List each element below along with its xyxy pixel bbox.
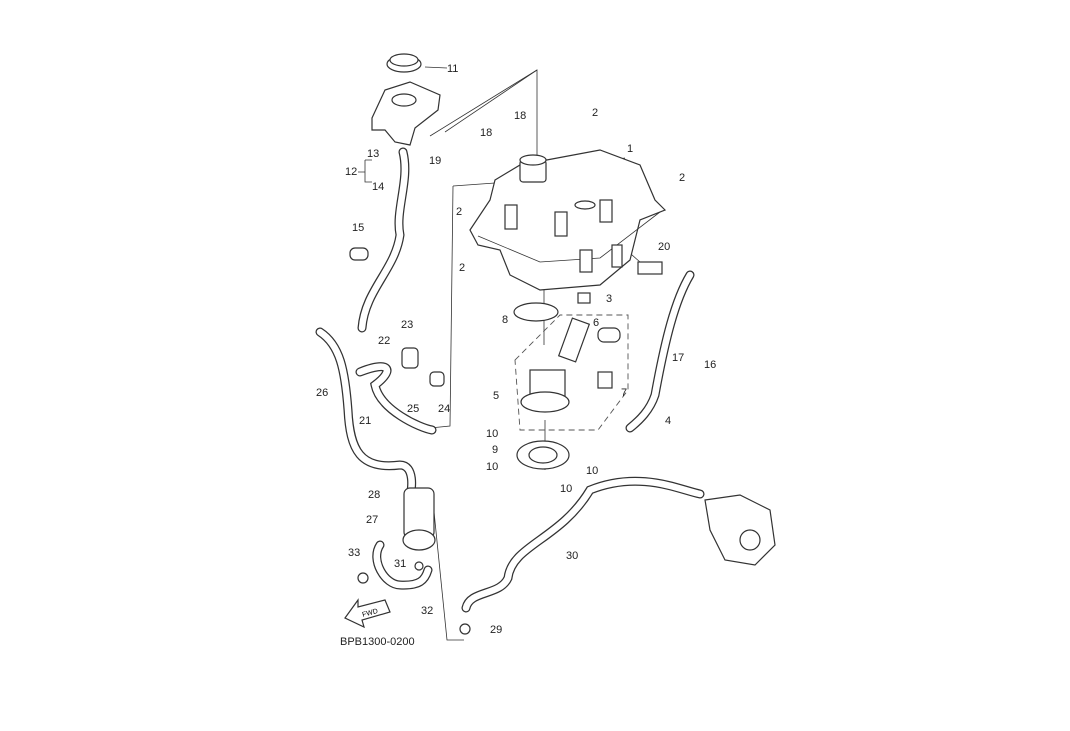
callout-label: 21 (359, 415, 371, 427)
fuel-tank (469, 149, 667, 291)
callout-label: 18 (480, 127, 492, 139)
label-sticker (637, 261, 663, 275)
callout-label: 23 (401, 319, 413, 331)
fuel-pump (520, 317, 621, 413)
callout-label: 10 (486, 461, 498, 473)
callout-label: 7 (621, 387, 627, 399)
diagram-code: BPB1300-0200 (340, 636, 415, 648)
pump-module-boundary (514, 314, 629, 431)
callout-label: 10 (560, 483, 572, 495)
filler-neck-housing (371, 81, 441, 146)
callout-label: 2 (456, 206, 462, 218)
callout-label: 12 (345, 166, 357, 178)
callout-label: 18 (514, 110, 526, 122)
callout-label: 15 (352, 222, 364, 234)
callout-label: 8 (502, 314, 508, 326)
callout-label: 22 (378, 335, 390, 347)
callout-label: 28 (368, 489, 380, 501)
callout-label: 29 (490, 624, 502, 636)
callout-label: 2 (592, 107, 598, 119)
callout-label: 4 (665, 415, 671, 427)
callout-label: 33 (348, 547, 360, 559)
callout-label: 2 (459, 262, 465, 274)
callout-label: 2 (679, 172, 685, 184)
callout-label: 27 (366, 514, 378, 526)
callout-label: 3 (606, 293, 612, 305)
callout-label: 13 (367, 148, 379, 160)
callout-label: 26 (316, 387, 328, 399)
fwd-label: FWD (362, 608, 379, 619)
bracket-clamp (429, 371, 445, 387)
clip (459, 623, 471, 635)
clip-31 (414, 561, 424, 571)
hose-clamp (349, 247, 369, 261)
filler-cap (386, 53, 422, 73)
throttle-body (704, 494, 776, 566)
callout-label: 10 (586, 465, 598, 477)
callout-label: 17 (672, 352, 684, 364)
callout-label: 10 (486, 428, 498, 440)
callout-label: 6 (593, 317, 599, 329)
retaining-ring (513, 302, 559, 322)
callout-label: 16 (704, 359, 716, 371)
callouts: 11 18 2 18 13 19 1 12 14 2 2 15 20 2 3 8… (316, 63, 716, 648)
fwd-arrow: FWD (344, 598, 391, 629)
callout-label: 20 (658, 241, 670, 253)
callout-label: 14 (372, 181, 384, 193)
callout-label: 11 (447, 63, 458, 75)
valve (401, 347, 419, 369)
fuel-filter (402, 487, 436, 551)
clamp-33 (357, 572, 369, 584)
callout-label: 25 (407, 403, 419, 415)
callout-label: 9 (492, 444, 498, 456)
callout-label: 1 (627, 143, 633, 155)
damper (577, 292, 591, 304)
callout-label: 19 (429, 155, 441, 167)
callout-label: 24 (438, 403, 450, 415)
callout-label: 30 (566, 550, 578, 562)
callout-label: 31 (394, 558, 406, 570)
callout-label: 32 (421, 605, 433, 617)
hoses (315, 147, 705, 613)
callout-label: 5 (493, 390, 499, 402)
